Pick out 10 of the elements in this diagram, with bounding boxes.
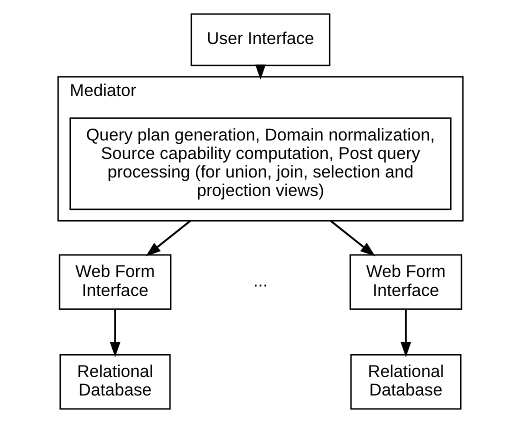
arrow [109,309,120,358]
arrow [329,220,375,256]
arrow [400,309,411,358]
node-box: Relational Database [59,354,170,410]
node-box: Relational Database [350,354,461,410]
label: ... [252,271,268,290]
node-box: Web Form Interface [349,254,462,310]
node-box: Query plan generation, Domain normalization, Source capability computation, Post query processing (for union, join, selection and projection views) [69,117,451,210]
node-box: Web Form Interface [58,254,171,310]
arrow [145,220,191,256]
